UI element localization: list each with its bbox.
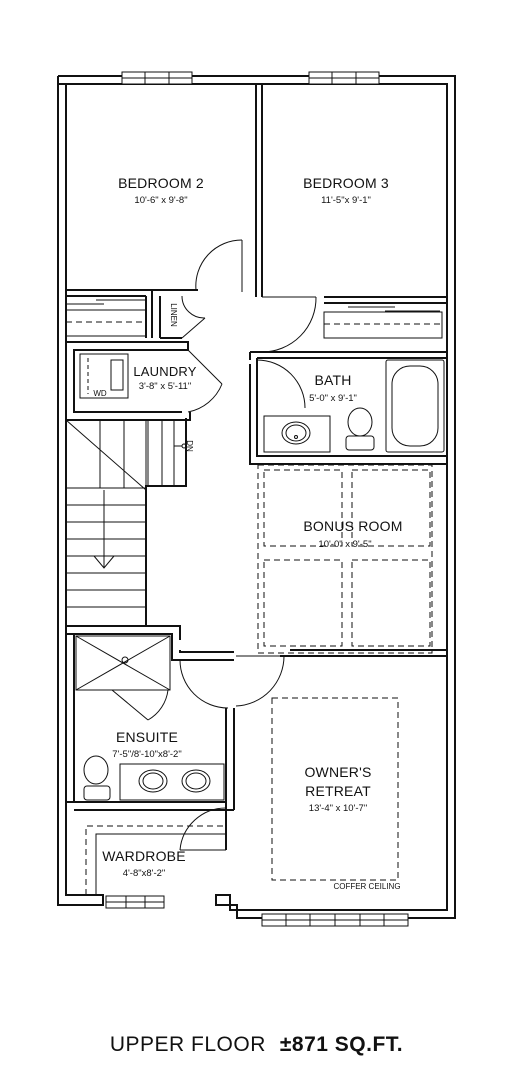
bath-name: BATH: [314, 372, 351, 388]
ensuite-dims: 7'-5"/8'-10"x8'-2": [112, 749, 181, 760]
wardrobe-name: WARDROBE: [102, 848, 186, 864]
floor-caption: UPPER FLOOR ±871 SQ.FT.: [0, 1033, 513, 1057]
bedroom3-name: BEDROOM 3: [303, 175, 389, 191]
bath-fixtures: [263, 359, 445, 453]
stairs: [65, 419, 187, 627]
laundry-dims: 3'-8" x 5'-11": [139, 381, 191, 392]
bonus-room-name: BONUS ROOM: [303, 518, 402, 534]
window-mullions: [125, 72, 385, 926]
laundry-name: LAUNDRY: [133, 364, 196, 379]
owners-retreat-dims: 13'-4" x 10'-7": [309, 803, 367, 814]
closets: [65, 299, 443, 895]
bedroom2-name: BEDROOM 2: [118, 175, 204, 191]
wd-label: WD: [93, 389, 107, 398]
bedroom2-dims: 10'-6" x 9'-8": [134, 195, 187, 206]
floor-area: ±871 SQ.FT.: [279, 1033, 404, 1056]
doors: [111, 239, 317, 851]
ensuite-name: ENSUITE: [116, 729, 178, 745]
linen-label: LINEN: [169, 303, 178, 327]
coffer-ceiling-outline: [271, 697, 399, 881]
floor-label: UPPER FLOOR: [109, 1033, 266, 1056]
owners-retreat-name-1: OWNER'S: [304, 764, 371, 780]
interior-walls: [65, 84, 447, 895]
stairs-direction: DN: [185, 440, 194, 452]
ensuite-fixtures: [75, 635, 225, 801]
washer-dryer: [79, 353, 129, 399]
bedroom3-dims: 11'-5"x 9'-1": [321, 195, 371, 206]
wardrobe-dims: 4'-8"x8'-2": [123, 868, 166, 879]
owners-retreat-name-2: RETREAT: [305, 783, 371, 799]
bonus-room-dims: 10'-0" x 9'-5": [318, 539, 371, 550]
coffer-ceiling-note: COFFER CEILING: [333, 882, 400, 891]
bonus-room-pattern: [257, 464, 433, 654]
bath-dims: 5'-0" x 9'-1": [309, 393, 357, 404]
